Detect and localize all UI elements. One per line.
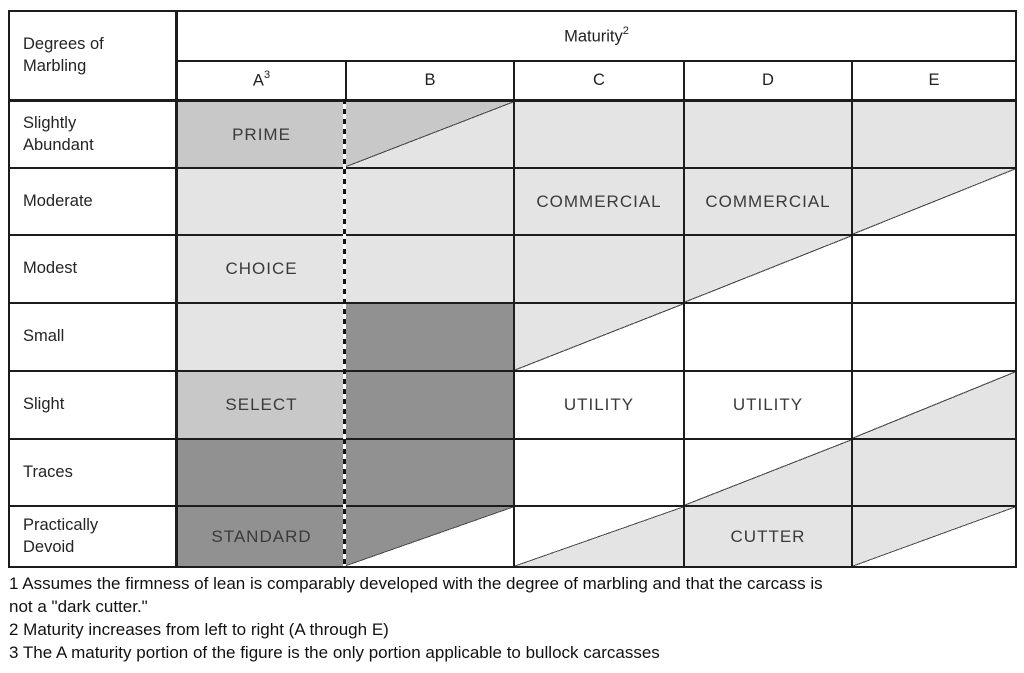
- cell-practically-devoid-e-diagonal: [851, 505, 1015, 566]
- cell-slightly-abundant-e: [851, 99, 1015, 167]
- cell-practically-devoid-c-diagonal: [513, 505, 683, 566]
- corner-header-cell: Degrees of Marbling: [10, 12, 175, 99]
- cell-practically-devoid-a-standard: STANDARD: [175, 505, 345, 566]
- cell-traces-e: [851, 438, 1015, 505]
- column-header-c: C: [513, 60, 683, 99]
- row-label-practically-devoid: Practically Devoid: [10, 505, 175, 566]
- column-header-e: E: [851, 60, 1015, 99]
- corner-header-label: Degrees of Marbling: [23, 35, 104, 75]
- col-a-footnote-marker: 3: [263, 69, 271, 82]
- cell-slight-c-utility: UTILITY: [513, 370, 683, 438]
- cell-traces-b: [345, 438, 513, 505]
- cell-small-b: [345, 302, 513, 370]
- cell-slight-e-diagonal: [851, 370, 1015, 438]
- cell-small-d: [683, 302, 851, 370]
- cell-modest-b: [345, 234, 513, 302]
- cell-traces-a: [175, 438, 345, 505]
- cell-slight-d-utility: UTILITY: [683, 370, 851, 438]
- cell-moderate-b: [345, 167, 513, 234]
- column-header-b: B: [345, 60, 513, 99]
- cell-slightly-abundant-a-prime: PRIME: [175, 99, 345, 167]
- cell-slightly-abundant-c: [513, 99, 683, 167]
- row-label-slight: Slight: [10, 370, 175, 438]
- cell-modest-d-diagonal: [683, 234, 851, 302]
- cell-traces-c: [513, 438, 683, 505]
- cell-traces-d-diagonal: [683, 438, 851, 505]
- cell-small-e: [851, 302, 1015, 370]
- cell-practically-devoid-d-cutter: CUTTER: [683, 505, 851, 566]
- cell-moderate-a: [175, 167, 345, 234]
- maturity-footnote-marker: 2: [622, 24, 629, 37]
- row-label-slightly-abundant: Slightly Abundant: [10, 99, 175, 167]
- cell-small-c-diagonal: [513, 302, 683, 370]
- cell-modest-e: [851, 234, 1015, 302]
- row-label-moderate: Moderate: [10, 167, 175, 234]
- cell-slight-b: [345, 370, 513, 438]
- cell-modest-c: [513, 234, 683, 302]
- footnote-1-line-1: 1 Assumes the firmness of lean is compar…: [9, 574, 823, 593]
- column-header-a: A3: [175, 60, 345, 99]
- row-label-traces: Traces: [10, 438, 175, 505]
- footnote-2: 2 Maturity increases from left to right …: [9, 620, 389, 639]
- footnotes: 1 Assumes the firmness of lean is compar…: [9, 572, 823, 664]
- marbling-maturity-table: Degrees of Marbling Maturity2 A3 B C D E…: [8, 10, 1017, 568]
- column-header-d: D: [683, 60, 851, 99]
- cell-slightly-abundant-d: [683, 99, 851, 167]
- cell-slight-a-select: SELECT: [175, 370, 345, 438]
- cell-moderate-e-diagonal: [851, 167, 1015, 234]
- footnote-3: 3 The A maturity portion of the figure i…: [9, 643, 660, 662]
- maturity-header-label: Maturity2: [564, 24, 629, 46]
- cell-slightly-abundant-b-diagonal: [345, 99, 513, 167]
- maturity-header-cell: Maturity2: [175, 12, 1015, 60]
- cell-small-a: [175, 302, 345, 370]
- cell-modest-a-choice: CHOICE: [175, 234, 345, 302]
- row-label-small: Small: [10, 302, 175, 370]
- cell-moderate-c-commercial: COMMERCIAL: [513, 167, 683, 234]
- cell-moderate-d-commercial: COMMERCIAL: [683, 167, 851, 234]
- a-b-maturity-dashed-boundary: [343, 99, 346, 566]
- row-label-modest: Modest: [10, 234, 175, 302]
- footnote-1-line-2: not a "dark cutter.": [9, 597, 148, 616]
- cell-practically-devoid-b-diagonal: [345, 505, 513, 566]
